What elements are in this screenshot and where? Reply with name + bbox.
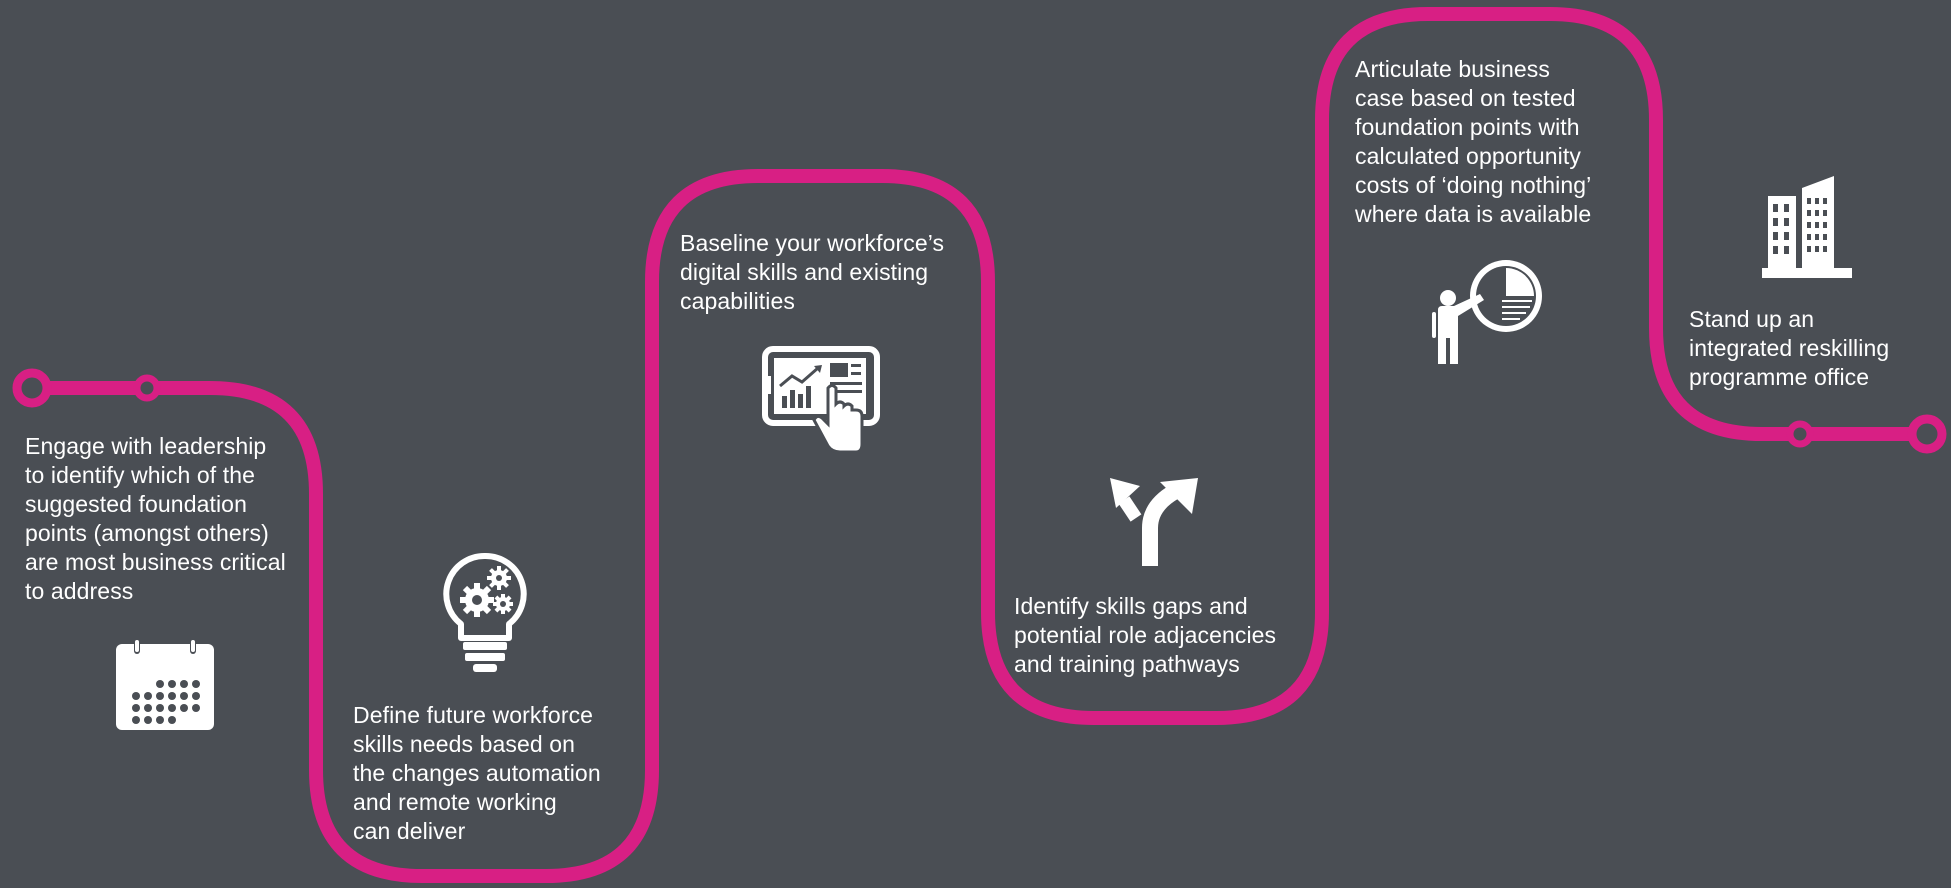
calendar-icon — [116, 638, 214, 736]
step-1-text: Engage with leadership to identify which… — [25, 433, 286, 604]
step-3-text: Baseline your workforce’s digital skills… — [680, 230, 945, 314]
path-start-node — [12, 368, 52, 408]
path-node — [1786, 420, 1814, 448]
path-node — [133, 374, 161, 402]
office-buildings-icon — [1762, 176, 1852, 278]
step-5-text: Articulate business case based on tested… — [1355, 56, 1592, 227]
presenter-pie-chart-icon — [1432, 258, 1544, 366]
step-6-text: Stand up an integrated reskilling progra… — [1689, 306, 1890, 390]
branching-arrows-icon — [1110, 478, 1200, 566]
lightbulb-gears-icon — [443, 552, 527, 674]
step-4-text: Identify skills gaps and potential role … — [1014, 593, 1277, 677]
tablet-chart-icon — [762, 346, 880, 454]
step-2-text: Define future workforce skills needs bas… — [353, 702, 601, 844]
path-line — [25, 7, 1934, 883]
path-end-node — [1907, 414, 1947, 454]
